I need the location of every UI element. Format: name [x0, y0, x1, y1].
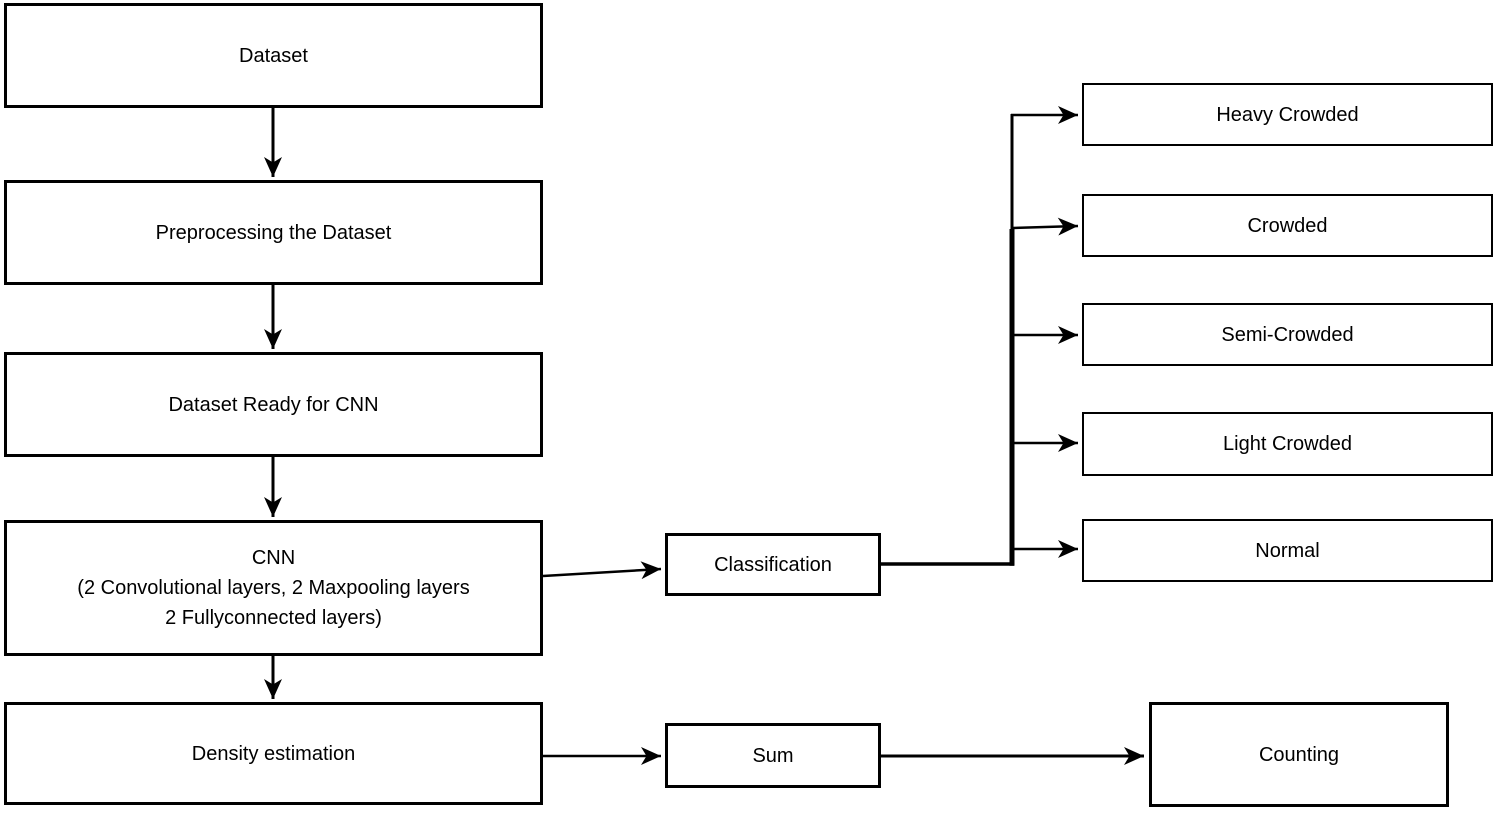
- node-cnn-label-line3: 2 Fullyconnected layers): [165, 607, 382, 629]
- node-light-crowded: Light Crowded: [1082, 412, 1493, 476]
- node-cnn: CNN (2 Convolutional layers, 2 Maxpoolin…: [4, 520, 543, 656]
- arrow-cnn-to-classification: [542, 561, 662, 580]
- node-dataset-label: Dataset: [239, 44, 308, 67]
- node-cnn-label-line2: (2 Convolutional layers, 2 Maxpooling la…: [77, 577, 470, 599]
- node-normal-label: Normal: [1255, 539, 1320, 562]
- node-dataset-ready-label: Dataset Ready for CNN: [168, 393, 379, 416]
- node-density-estimation-label: Density estimation: [191, 742, 356, 765]
- node-classification: Classification: [665, 533, 881, 596]
- node-light-crowded-label: Light Crowded: [1223, 433, 1352, 455]
- node-normal: Normal: [1082, 519, 1493, 582]
- node-preprocessing: Preprocessing the Dataset: [4, 180, 543, 285]
- node-crowded-label: Crowded: [1247, 214, 1328, 237]
- node-cnn-label-line1: CNN: [251, 547, 296, 569]
- node-crowded: Crowded: [1082, 194, 1493, 257]
- node-counting-label: Counting: [1258, 743, 1340, 766]
- node-semi-crowded: Semi-Crowded: [1082, 303, 1493, 366]
- node-density-estimation: Density estimation: [4, 702, 543, 805]
- node-sum-label: Sum: [752, 744, 794, 767]
- node-classification-label: Classification: [714, 553, 832, 576]
- node-preprocessing-label: Preprocessing the Dataset: [155, 221, 392, 244]
- node-counting: Counting: [1149, 702, 1449, 807]
- node-heavy-crowded-label: Heavy Crowded: [1216, 103, 1359, 126]
- node-dataset-ready: Dataset Ready for CNN: [4, 352, 543, 457]
- node-heavy-crowded: Heavy Crowded: [1082, 83, 1493, 146]
- node-sum: Sum: [665, 723, 881, 788]
- arrow-classification-to-crowded: [1010, 217, 1079, 236]
- node-dataset: Dataset: [4, 3, 543, 108]
- node-semi-crowded-label: Semi-Crowded: [1221, 323, 1354, 346]
